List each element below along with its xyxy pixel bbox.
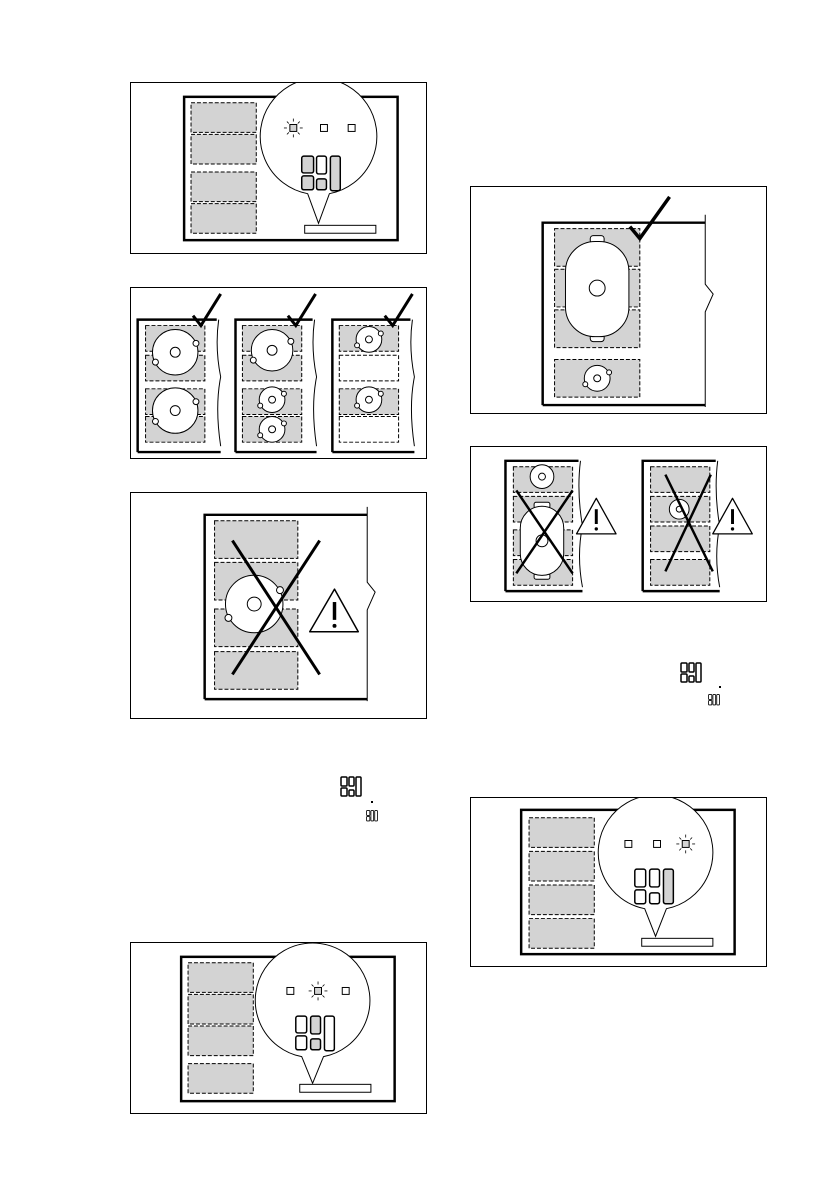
cookware-oval-drawing xyxy=(471,187,766,413)
display-symbol-small-icon xyxy=(366,810,378,822)
figure-cookware-incorrect-large xyxy=(130,492,427,719)
figure-cookware-incorrect-pair xyxy=(470,446,767,602)
control-panel-drawing-3 xyxy=(471,798,766,966)
figure-cookware-correct-three xyxy=(130,287,427,459)
control-panel-drawing-2 xyxy=(131,943,426,1113)
control-panel-drawing xyxy=(131,83,426,253)
panel-left xyxy=(505,461,616,591)
figure-control-panel-middle-led xyxy=(130,942,427,1114)
panel-right xyxy=(643,461,753,591)
dot-mark-icon xyxy=(371,801,373,803)
cookware-incorrect-pair-drawing xyxy=(471,447,766,601)
figure-cookware-correct-oval xyxy=(470,186,767,414)
panel-a xyxy=(138,294,221,452)
display-symbol-small-icon-right xyxy=(708,694,720,706)
figure-control-panel-right-led xyxy=(470,797,767,967)
display-symbol-icon-right xyxy=(680,662,702,684)
cookware-correct-drawing xyxy=(131,288,426,458)
dot-mark-icon-right xyxy=(719,686,721,688)
figure-control-panel-left-led xyxy=(130,82,427,254)
panel-c xyxy=(332,294,414,452)
cookware-incorrect-drawing xyxy=(131,493,426,718)
display-symbol-icon xyxy=(340,776,362,798)
panel-b xyxy=(236,294,317,452)
